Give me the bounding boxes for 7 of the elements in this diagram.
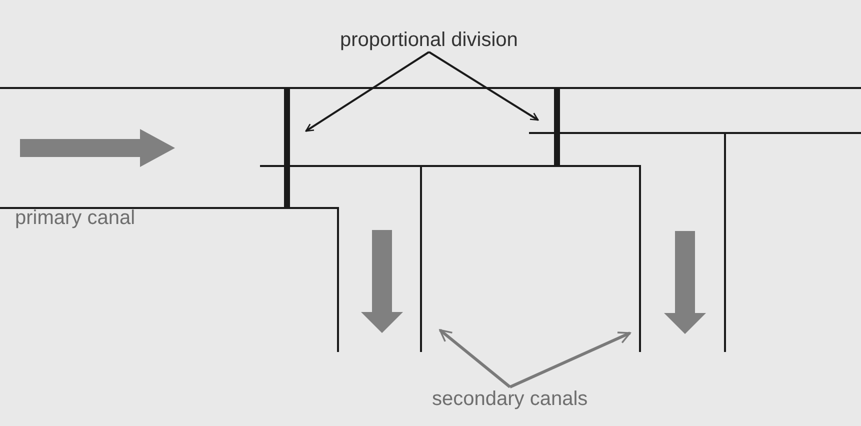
leader-line: [439, 328, 511, 388]
canal-label: primary canal: [15, 206, 136, 230]
callout-text: proportional division: [340, 28, 518, 52]
callout-text: secondary canals: [432, 387, 588, 411]
leader-line: [305, 51, 430, 132]
leader-line: [428, 51, 539, 121]
leader-line: [509, 332, 631, 388]
